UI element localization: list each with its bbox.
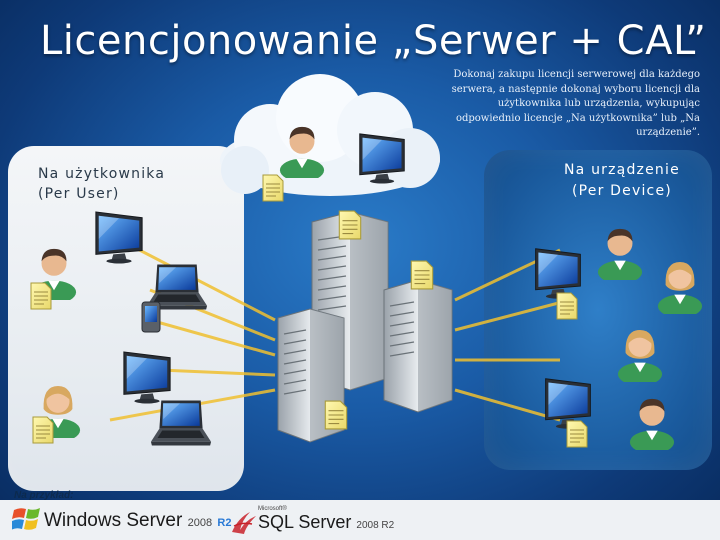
user-icon [597,228,643,280]
microsoft-label: Microsoft® [258,506,287,512]
licensing-diagram [30,74,703,450]
windows-server-logo-text: Windows Server 2008 R2 [44,510,231,532]
sql-server-logo-text: SQL Server 2008 R2 [258,512,394,533]
per-device-label-line2: (Per Device) [571,183,672,199]
windows-server-name: Windows Server [44,510,183,531]
server-icon [383,279,453,413]
windows-logo-icon [12,508,40,530]
monitor-icon [95,211,143,264]
windows-server-r2: R2 [217,517,232,529]
monitor-icon [535,248,581,300]
cloud-license-document-icon [262,174,284,202]
sql-server-version: 2008 R2 [356,520,395,531]
per-device-label-line1: Na urządzenie [564,162,680,178]
server-license-document-icon [410,260,434,290]
description-text: Dokonaj zakupu licencji serwerowej dla k… [451,69,700,138]
license-document-icon [32,416,54,444]
sql-server-logo-icon [232,512,256,534]
phone-icon [141,301,161,333]
logo-bar [0,500,720,540]
server-license-document-icon [324,400,348,430]
windows-server-version: 2008 [187,517,213,529]
cloud-icon [220,74,440,196]
example-label: Na przykład: [14,490,74,501]
server-license-document-icon [338,210,362,240]
sql-server-name: SQL Server [258,512,352,532]
license-document-icon [566,420,588,448]
license-document-icon [30,282,52,310]
user-icon [617,329,663,382]
per-user-label-line2: (Per User) [38,186,120,202]
monitor-icon [123,351,171,404]
per-device-label: Na urządzenie (Per Device) [564,160,680,202]
per-user-label-line1: Na użytkownika [38,166,166,182]
per-user-label: Na użytkownika (Per User) [38,164,165,204]
page-title: Licencjonowanie „Serwer + CAL” [40,18,707,64]
user-icon [629,398,675,450]
laptop-icon [150,400,212,446]
license-document-icon [556,292,578,320]
user-icon [657,261,703,314]
